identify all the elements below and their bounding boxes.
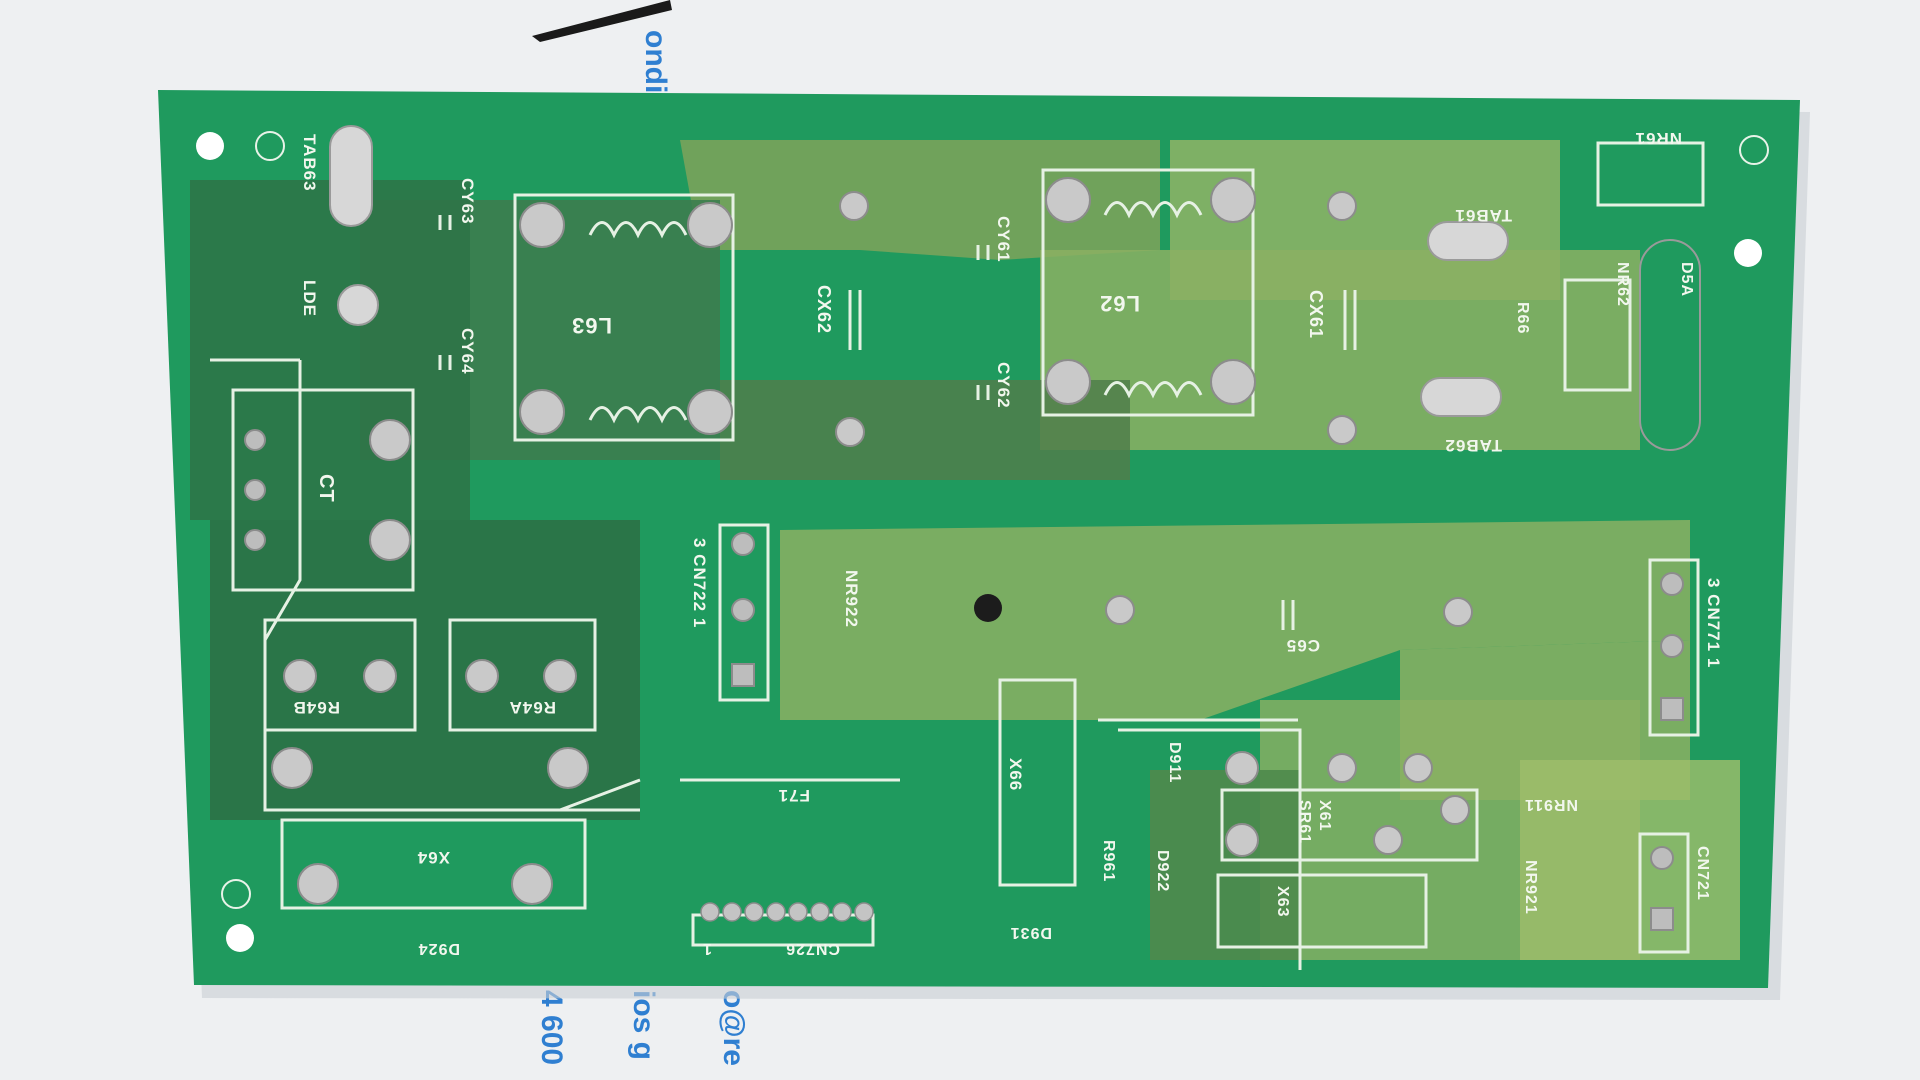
coils (588, 201, 1203, 424)
label-nr911: NR911 (1524, 796, 1578, 813)
label-cn721: CN721 (1694, 846, 1711, 901)
label-d922: D922 (1154, 850, 1171, 892)
label-tab62: TAB62 (1444, 436, 1502, 455)
label-cn726-pin: 1 (702, 940, 712, 957)
label-nr921: NR921 (1522, 860, 1539, 915)
label-f71: F71 (778, 786, 810, 805)
label-d5a: D5A (1678, 262, 1695, 297)
label-nr62: NR62 (1614, 262, 1631, 307)
label-x63: X63 (1274, 886, 1291, 917)
label-d924: D924 (418, 940, 460, 957)
label-cx62: CX62 (814, 285, 834, 334)
label-nr922: NR922 (842, 570, 861, 628)
label-x66: X66 (1006, 758, 1025, 791)
label-cn722: 3 CN722 1 (690, 538, 709, 628)
hatch-lines (210, 358, 1298, 812)
paper-mark (532, 0, 672, 42)
capacitor-symbols (438, 215, 1357, 630)
label-l62: L62 (1099, 291, 1140, 316)
label-cx61: CX61 (1306, 290, 1326, 339)
label-c65: C65 (1286, 636, 1320, 655)
label-cn771: 3 CN771 1 (1704, 578, 1723, 668)
label-tab63: TAB63 (300, 134, 319, 192)
label-cn726: CN726 (785, 940, 840, 957)
label-lde: LDE (300, 280, 319, 317)
label-r961: R961 (1100, 840, 1117, 882)
mounting-holes (196, 131, 1769, 952)
label-d931: D931 (1010, 924, 1052, 941)
label-ct: CT (315, 474, 337, 503)
solder-pads (244, 125, 1701, 931)
cn726-pins (700, 902, 874, 922)
label-cy61: CY61 (994, 216, 1013, 263)
label-cy64: CY64 (458, 328, 477, 375)
silkscreen-outlines (231, 141, 1705, 970)
label-cy63: CY63 (458, 178, 477, 225)
label-x61: X61 (1316, 800, 1333, 831)
label-nr61: NR61 (1635, 129, 1682, 148)
label-l63: L63 (571, 313, 612, 338)
label-tab61: TAB61 (1454, 206, 1512, 225)
label-x64: X64 (417, 848, 450, 867)
label-r66: R66 (1514, 302, 1531, 334)
silkscreen-labels: L63 L62 CX62 CX61 CY63 CY64 CY61 CY62 TA… (293, 129, 1723, 957)
label-r64b: R64B (293, 698, 340, 717)
label-sr61: SR61 (1296, 800, 1313, 844)
label-r64a: R64A (509, 698, 556, 717)
label-d911: D911 (1166, 742, 1183, 783)
label-cy62: CY62 (994, 362, 1013, 409)
